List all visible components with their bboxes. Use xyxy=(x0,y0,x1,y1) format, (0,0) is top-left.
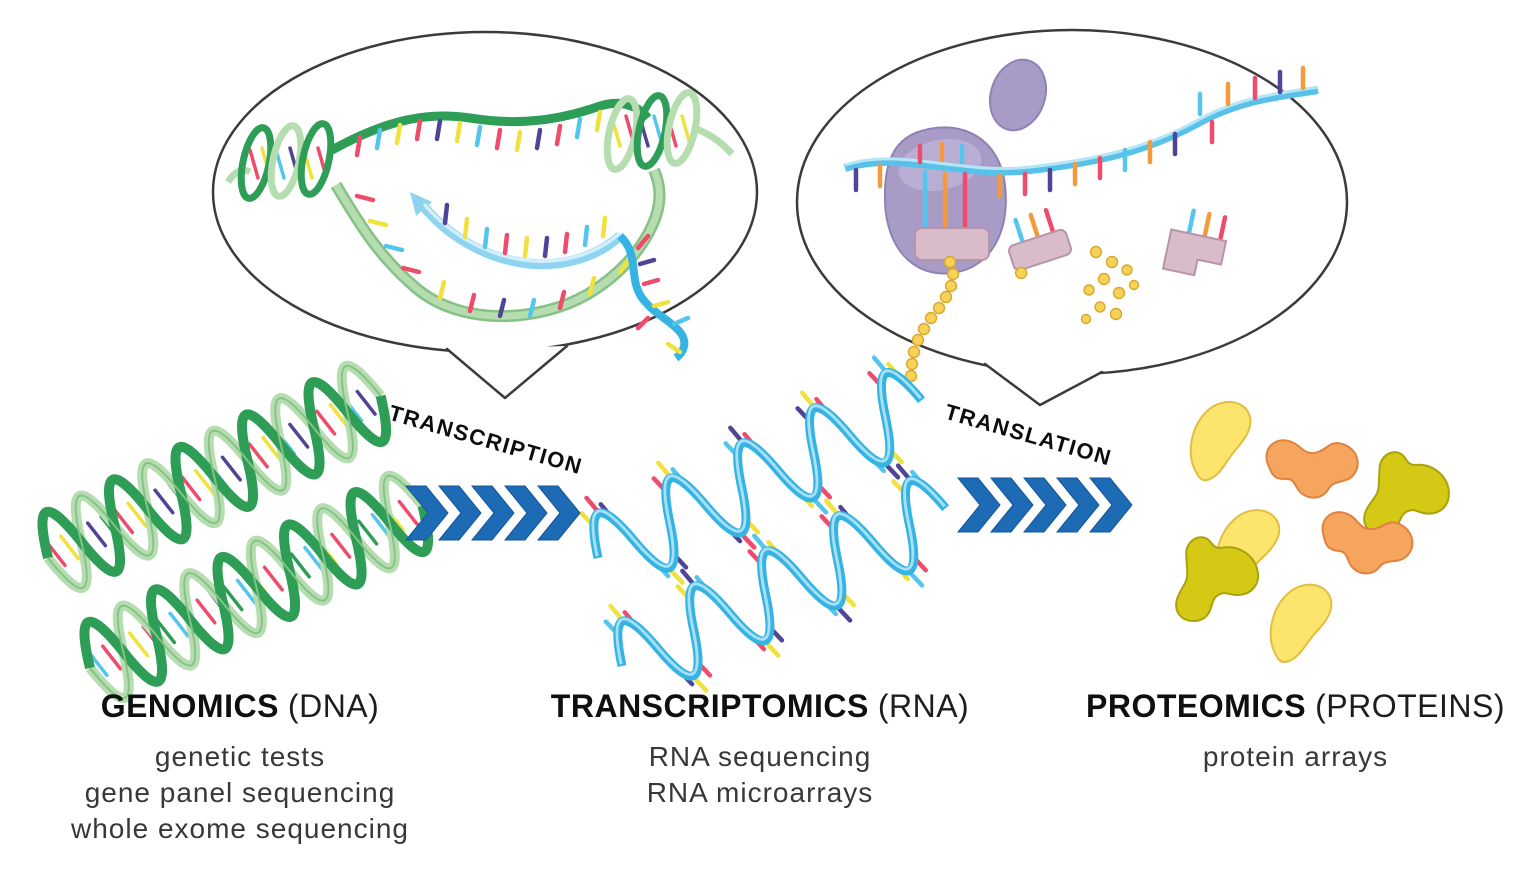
rna-strand-icon xyxy=(579,355,950,693)
protein-squiggle-2 xyxy=(1321,511,1414,575)
method-line: RNA sequencing xyxy=(648,741,872,772)
translation-detail-bubble xyxy=(795,28,1349,407)
transcription-arrow xyxy=(404,485,581,541)
bubble-tail xyxy=(983,362,1104,407)
dna-coil-left xyxy=(225,120,335,202)
translation-arrow xyxy=(956,477,1133,533)
method-line: protein arrays xyxy=(1202,741,1389,772)
rna-exit-squiggle xyxy=(617,233,691,362)
stage-name: GENOMICS xyxy=(100,688,279,724)
bubble-tail xyxy=(445,344,569,400)
dna-helix-2 xyxy=(79,470,434,703)
trna-free-2 xyxy=(1161,208,1228,277)
stage-caption-proteomics: PROTEOMICS(PROTEINS) protein arrays xyxy=(1073,688,1518,775)
rna-helix-2 xyxy=(603,463,950,693)
method-line: whole exome sequencing xyxy=(71,813,409,844)
genomics-methods: genetic tests gene panel sequencing whol… xyxy=(30,739,450,847)
stage-molecule: (PROTEINS) xyxy=(1315,688,1505,724)
transcriptomics-methods: RNA sequencing RNA microarrays xyxy=(540,739,980,811)
dna-coil-right xyxy=(603,89,735,173)
stage-name: TRANSCRIPTOMICS xyxy=(550,688,869,724)
rna-helix-1 xyxy=(579,355,926,585)
ribosome-small-subunit xyxy=(989,58,1047,132)
free-amino-acids xyxy=(1080,245,1140,325)
dna-helix-1 xyxy=(37,360,392,593)
polypeptide-bead-chain xyxy=(904,255,960,383)
method-line: gene panel sequencing xyxy=(84,777,396,808)
stage-caption-genomics: GENOMICS(DNA) genetic tests gene panel s… xyxy=(30,688,450,847)
protein-bean-1 xyxy=(1189,401,1252,482)
mrna-strand xyxy=(843,65,1319,235)
proteomics-heading: PROTEOMICS(PROTEINS) xyxy=(1073,688,1518,725)
dna-coding-strand xyxy=(330,167,666,323)
trna-free-1 xyxy=(1008,207,1072,280)
protein-foot-1 xyxy=(1363,451,1450,536)
nascent-rna-strand xyxy=(410,192,624,270)
transcription-detail-bubble xyxy=(211,30,759,400)
stage-name: PROTEOMICS xyxy=(1085,688,1307,724)
dna-double-helix-icon xyxy=(37,360,434,703)
stage-molecule: (RNA) xyxy=(877,688,970,724)
stage-caption-transcriptomics: TRANSCRIPTOMICS(RNA) RNA sequencing RNA … xyxy=(540,688,980,811)
genomics-heading: GENOMICS(DNA) xyxy=(30,688,450,725)
protein-foot-2 xyxy=(1175,536,1260,623)
proteomics-methods: protein arrays xyxy=(1073,739,1518,775)
method-line: genetic tests xyxy=(154,741,326,772)
protein-squiggle-1 xyxy=(1265,439,1359,499)
protein-blobs-icon xyxy=(1175,401,1450,664)
stage-molecule: (DNA) xyxy=(287,688,380,724)
trna-in-ribosome xyxy=(904,227,990,383)
transcriptomics-heading: TRANSCRIPTOMICS(RNA) xyxy=(540,688,980,725)
protein-bean-3 xyxy=(1269,583,1333,664)
method-line: RNA microarrays xyxy=(646,777,874,808)
